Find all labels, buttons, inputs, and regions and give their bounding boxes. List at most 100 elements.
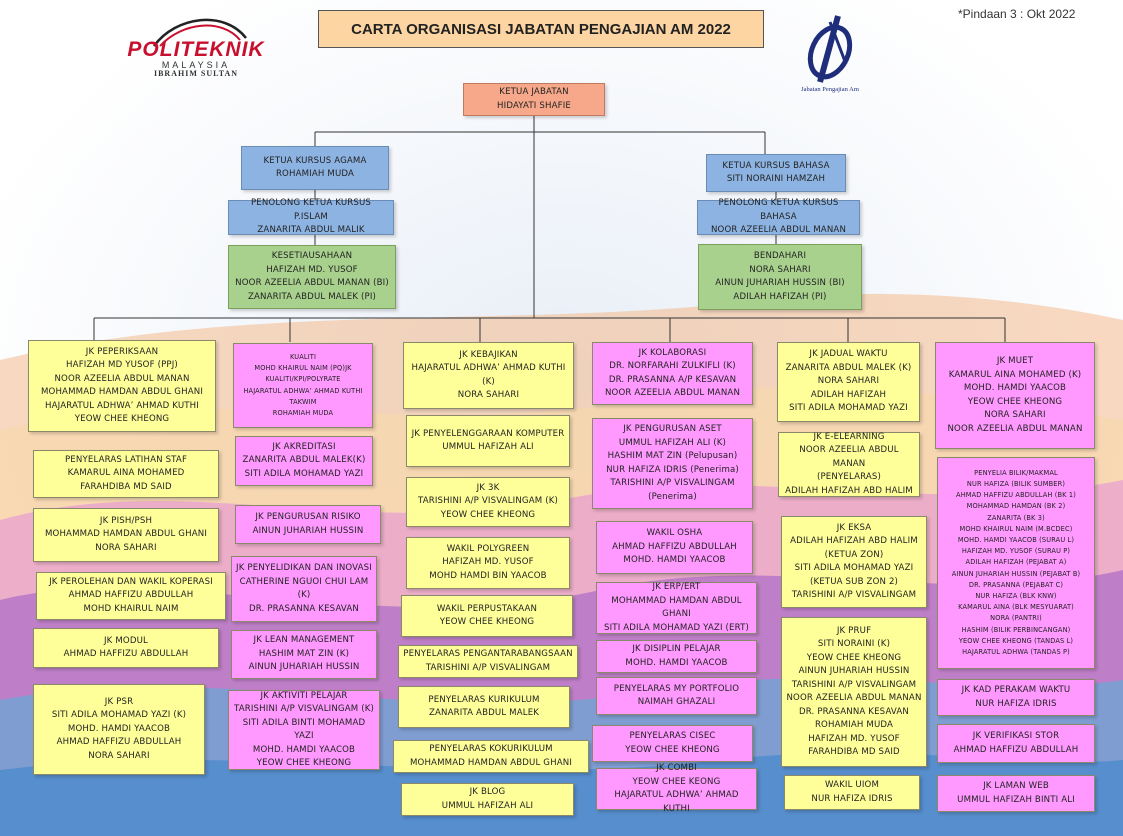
- org-box-member: MOHD KHAIRUL NAIM: [83, 603, 179, 614]
- org-box-member: YEOW CHEE KHEONG: [967, 396, 1063, 407]
- org-box-title: JK LEAN MANAGEMENT: [253, 635, 355, 646]
- org-box-member: UMMUL HAFIZAH ALI: [441, 800, 534, 811]
- org-box-member: DR. PRASANNA A/P KESAVAN: [608, 374, 737, 385]
- org-box-title: JK PENYELIDIKAN DAN INOVASI: [236, 563, 372, 573]
- org-box-member: NORA SAHARI: [749, 264, 811, 275]
- org-box-member: SITI NORAINI HAMZAH: [726, 174, 826, 184]
- org-box-member: NOOR AZEELIA ABDUL MANAN: [799, 445, 899, 469]
- org-box-member: NUR HAFIZA IDRIS: [975, 698, 1057, 709]
- logo-campus: IBRAHIM SULTAN: [153, 69, 238, 78]
- org-box-title: JK PISH/PSH: [99, 515, 153, 526]
- org-box-member: MOHD. HAMDI YAACOB: [623, 555, 726, 566]
- org-box-member: SITI NORAINI (K): [817, 639, 891, 649]
- org-box-member: MOHAMMAD HAMDAN ABDUL GHANI: [44, 529, 208, 540]
- org-box-title: KUALITI: [289, 352, 317, 361]
- org-box-member: HAJARATUL ADHWA’ AHMAD KUTHI: [614, 790, 739, 814]
- org-box-member: NOOR AZEELIA ABDUL MANAN: [604, 388, 741, 398]
- org-box-member: MOHD. HAMDI YAACOB: [67, 723, 171, 734]
- org-box-member: UMMUL HAFIZAH ALI: [442, 442, 534, 452]
- org-box-member: TARISHINI A/P VISVALINGAM: [610, 478, 735, 488]
- org-box-title: JK 3K: [476, 482, 500, 493]
- org-box-member: AHMAD HAFFIZU ABDULLAH: [612, 541, 737, 552]
- org-box-member: TARISHINI A/P VISVALINGAM (K): [233, 704, 374, 714]
- org-box-member: FARAHDIBA MD SAID: [80, 481, 172, 492]
- org-box-member: DR. PRASANNA KESAVAN: [248, 603, 360, 614]
- org-box-member: ADILAH HAFIZAH ABD HALIM: [790, 536, 918, 546]
- chart-title: CARTA ORGANISASI JABATAN PENGAJIAN AM 20…: [318, 10, 764, 48]
- org-box-title: PENOLONG KETUA KURSUS BAHASA: [718, 198, 839, 222]
- org-box-title: PENYELARAS MY PORTFOLIO: [613, 683, 740, 694]
- org-box-title: PENYELARAS KOKURIKULUM: [429, 744, 553, 754]
- jpa-emblem-icon: [807, 15, 853, 83]
- org-box-member: ZANARITA ABDUL MALIK: [257, 225, 365, 236]
- org-box-member: TARISHINI A/P VISVALINGAM: [791, 679, 917, 690]
- org-box-member: NORA SAHARI: [88, 750, 150, 761]
- org-box-member: KUALITI/KPI/POLYRATE: [265, 375, 341, 384]
- org-box-member: HAFIZAH MD. YUSOF: [808, 733, 900, 744]
- org-box-title: KETUA KURSUS AGAMA: [263, 155, 367, 166]
- org-box-member: TARISHINI A/P VISVALINGAM: [791, 590, 917, 600]
- org-box-title: PENYELARAS CISEC: [629, 731, 716, 741]
- org-box-member: TAKWIM: [289, 397, 317, 406]
- org-box-member: ZANARITA ABDUL MALEK (K): [785, 362, 912, 373]
- org-box-member: ADILAH HAFIZAH: [810, 389, 887, 400]
- org-box-member: NUR HAFIZA IDRIS (Penerima): [606, 464, 739, 475]
- org-box-title: JK COMBI: [656, 763, 697, 773]
- org-box-member: NUR HAFIZA (BILIK SUMBER): [966, 479, 1066, 488]
- org-box-member: NORA SAHARI: [984, 410, 1046, 420]
- org-box-title: PENYELIA BILIK/MAKMAL: [974, 468, 1058, 477]
- org-box-member: DR. PRASANNA (PEJABAT C): [968, 580, 1064, 589]
- org-box-member: AHMAD HAFFIZU ABDULLAH: [56, 737, 182, 748]
- org-box-member: YEOW CHEE KHEONG: [74, 414, 170, 424]
- org-box-title: JK PENGURUSAN ASET: [623, 424, 722, 434]
- org-box-member: TARISHINI A/P VISVALINGAM (K): [417, 496, 558, 507]
- org-box-member: ZANARITA ABDUL MALEK (PI): [247, 291, 377, 302]
- org-box-member: CATHERINE NGUOI CHUI LAM (K): [239, 576, 369, 601]
- org-box-member: MOHD. HAMDI YAACOB: [252, 744, 356, 755]
- org-box-title: JK PEROLEHAN DAN WAKIL KOPERASI: [49, 576, 213, 587]
- org-box-member: YEOW CHEE KHEONG: [806, 652, 902, 663]
- org-box-member: NUR HAFIZA (BLK KNW): [975, 592, 1057, 600]
- org-box-member: MOHD HAMDI BIN YAACOB: [429, 570, 547, 581]
- org-box-member: FARAHDIBA MD SAID: [808, 747, 900, 757]
- org-box-member: YEOW CHEE KHEONG (TANDAS L): [958, 636, 1074, 645]
- org-box-member: MOHD. HAMDI YAACOB: [963, 383, 1067, 393]
- org-box-member: AINUN JUHARIAH HUSSIN: [248, 662, 360, 673]
- org-box-member: (KETUA SUB ZON 2): [809, 576, 899, 587]
- org-box-member: UMMUL HAFIZAH ALI (K): [618, 437, 727, 448]
- org-box-title: JK VERIFIKASI STOR: [972, 731, 1060, 741]
- org-box-c6-bilik: PENYELIA BILIK/MAKMAL NUR HAFIZA (BILIK S…: [937, 457, 1095, 669]
- org-box-member: SITI ADILA MOHAMAD YAZI: [244, 468, 364, 479]
- org-box-title: PENYELARAS LATIHAN STAF: [64, 454, 188, 465]
- logo-name: POLITEKNIK: [127, 38, 265, 61]
- org-box-member: MOHD. HAMDI YAACOB: [625, 657, 728, 668]
- org-box-title: WAKIL PERPUSTAKAAN: [436, 603, 538, 614]
- org-box-title: JK PEPERIKSAAN: [85, 346, 159, 357]
- org-box-member: KAMARUL AINA (BLK MESYUARAT): [958, 603, 1074, 612]
- org-box-member: ROHAMIAH MUDA: [272, 408, 334, 417]
- org-box-title: KETUA KURSUS BAHASA: [722, 160, 830, 171]
- org-box-member: HAJARATUL ADHWA (TANDAS P): [962, 648, 1070, 657]
- org-box-member: MOHD KHAIRUL NAIM (PQ)JK: [254, 364, 352, 373]
- org-box-member: HAJARATUL ADHWA’ AHMAD KUTHI: [411, 363, 566, 373]
- org-box-title: JK BLOG: [469, 787, 506, 797]
